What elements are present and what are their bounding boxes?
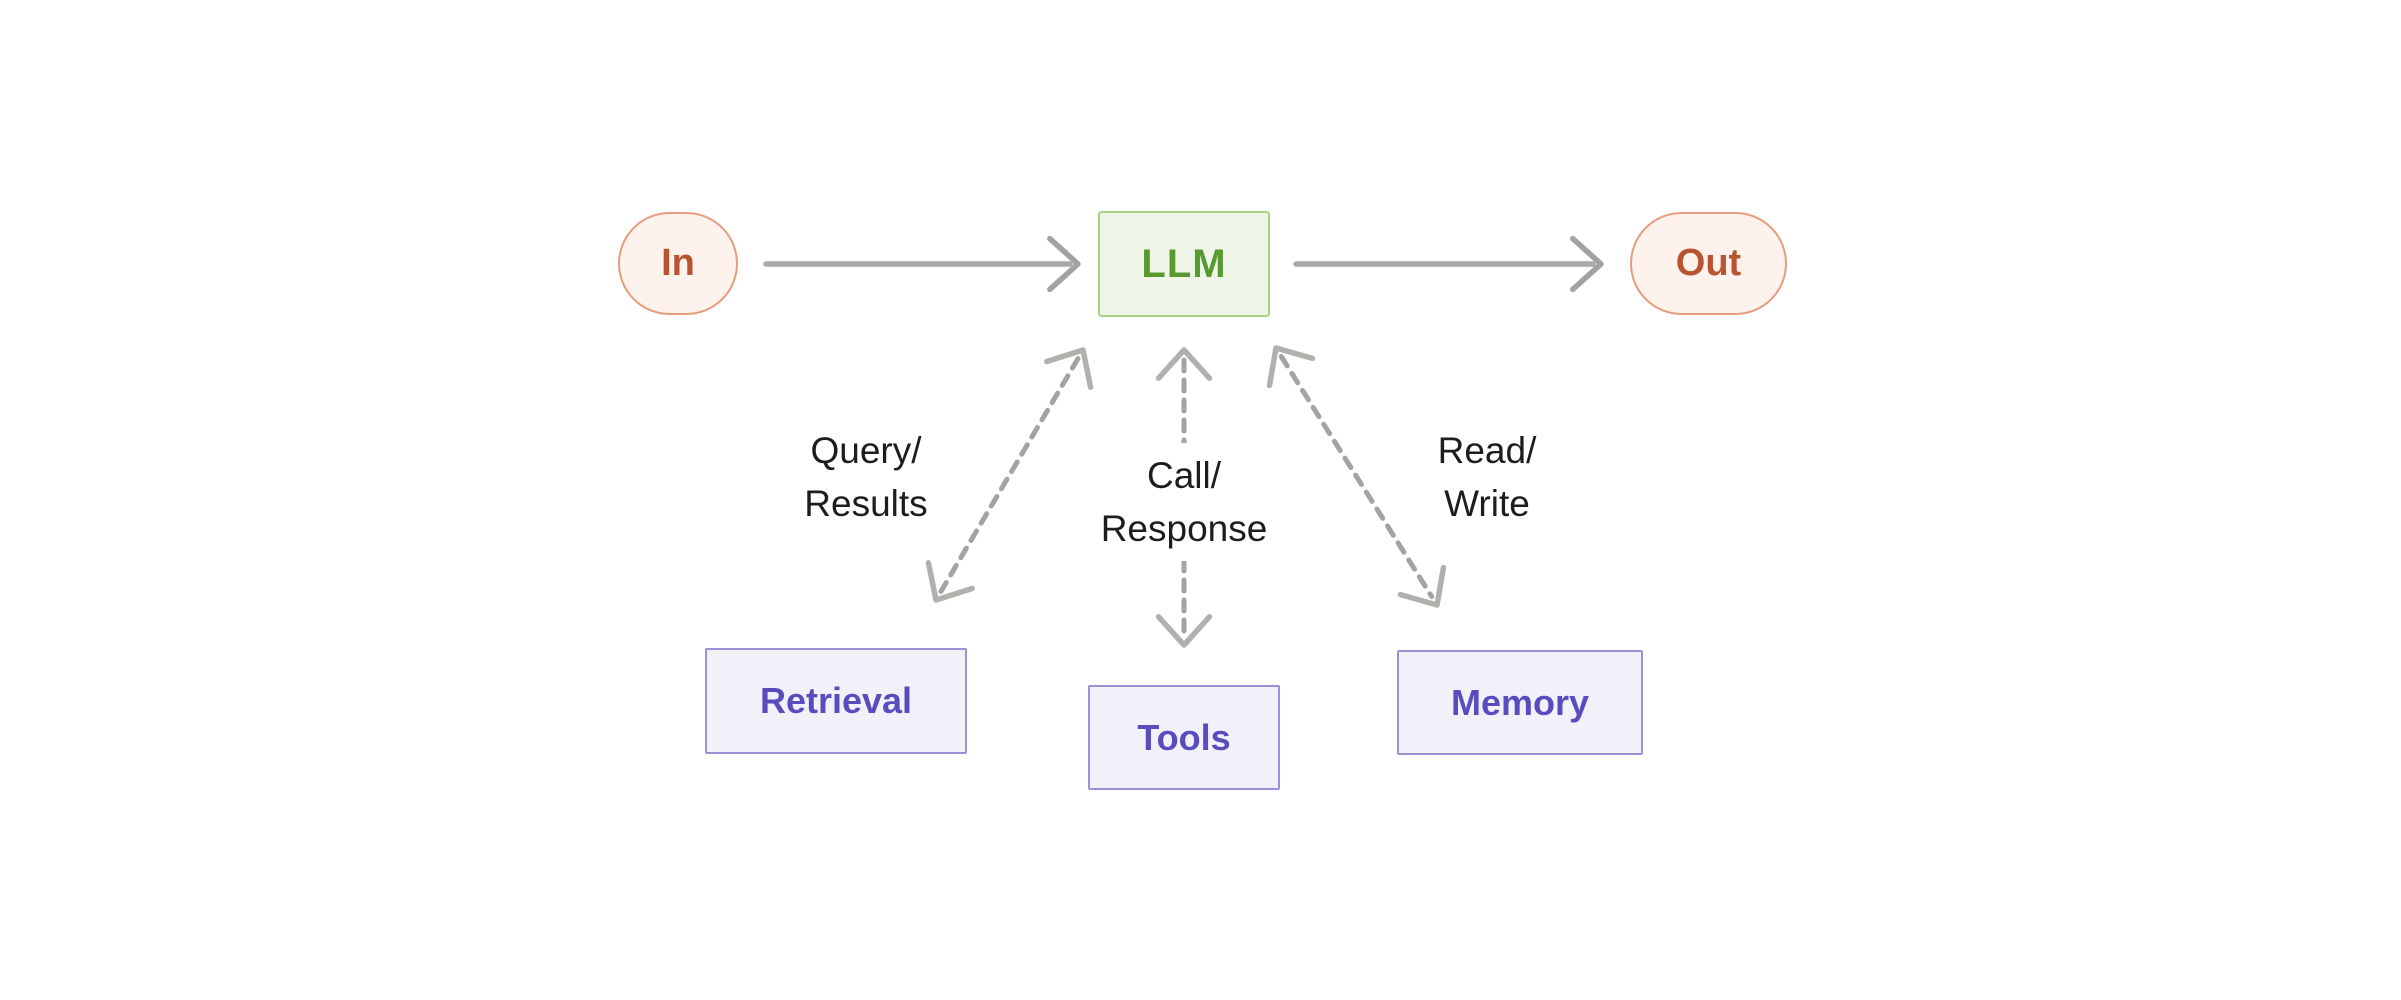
arrowhead-up-left-icon — [1266, 345, 1316, 389]
arrowhead-up-icon — [1155, 347, 1213, 381]
arrowhead-right-icon — [1047, 235, 1081, 293]
arrowhead-right-icon — [1570, 235, 1604, 293]
edge-label-read-write: Read/ Write — [1437, 430, 1537, 524]
edge-label-query-results: Query/ Results — [804, 430, 928, 524]
edge-llm-retrieval — [925, 347, 1094, 603]
node-retrieval: Retrieval — [705, 648, 967, 754]
edge-in-to-llm — [763, 235, 1081, 293]
node-out-label: Out — [1675, 242, 1742, 284]
node-memory: Memory — [1397, 650, 1643, 755]
edge-llm-to-out — [1293, 235, 1604, 293]
arrowhead-down-right-icon — [1397, 564, 1447, 608]
arrowhead-down-icon — [1155, 614, 1213, 648]
node-retrieval-label: Retrieval — [759, 680, 913, 721]
edge-llm-memory — [1266, 345, 1447, 608]
node-tools-label: Tools — [1137, 716, 1231, 758]
node-in-label: In — [661, 242, 695, 284]
node-in: In — [618, 212, 738, 315]
node-llm: LLM — [1098, 211, 1270, 317]
arrow-shaft-dashed — [1278, 354, 1435, 599]
arrow-shaft-dashed — [938, 356, 1081, 594]
node-llm-label: LLM — [1141, 241, 1227, 286]
node-memory-label: Memory — [1450, 681, 1590, 723]
edge-label-call-response: Call/ Response — [1044, 443, 1324, 561]
arrowhead-down-left-icon — [925, 560, 975, 603]
arrowhead-up-right-icon — [1044, 347, 1094, 390]
node-out: Out — [1630, 212, 1787, 315]
node-tools: Tools — [1088, 685, 1280, 790]
